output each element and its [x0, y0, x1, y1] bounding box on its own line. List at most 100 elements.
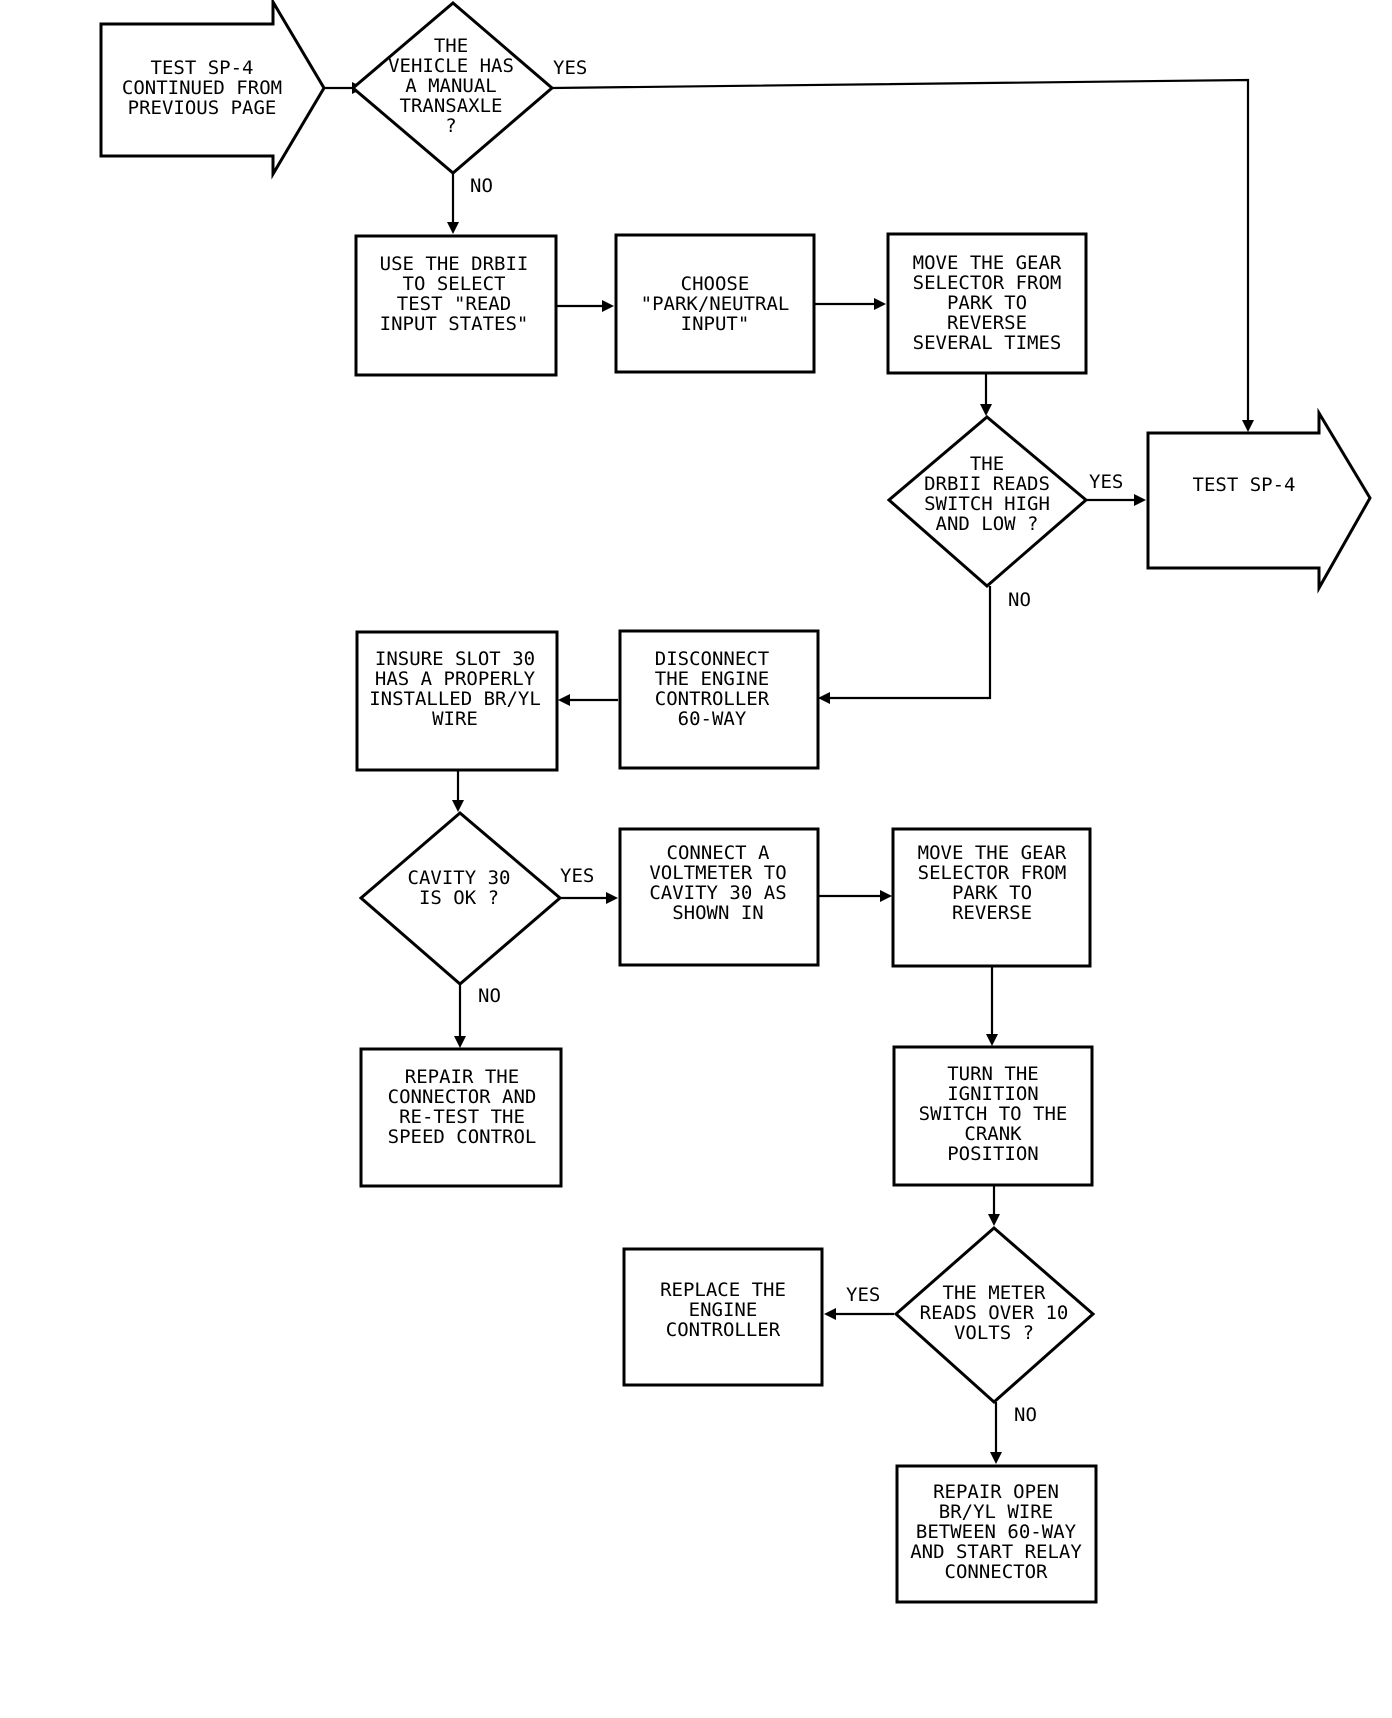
text-line: SELECTOR FROM [913, 272, 1062, 294]
text-line: WIRE [432, 708, 478, 730]
text-line: IGNITION [947, 1083, 1039, 1105]
text-line: DISCONNECT [655, 648, 769, 670]
text-line: INPUT" [681, 313, 750, 335]
text-line: CRANK [964, 1123, 1022, 1145]
text-line: TO SELECT [403, 273, 506, 295]
text-line: AND START RELAY [910, 1541, 1082, 1563]
repair-open-box [895, 1464, 1098, 1604]
move-gear-2-box [891, 827, 1092, 968]
text-line: TEST "READ [397, 293, 511, 315]
text-line: THE [434, 35, 468, 57]
text-line: TURN THE [947, 1063, 1039, 1085]
turn-ignition-box [892, 1045, 1094, 1187]
choose-box [614, 233, 816, 374]
text-line: CONTINUED FROM [122, 77, 282, 99]
text-line: REPAIR THE [405, 1066, 519, 1088]
text-line: DRBII READS [924, 473, 1050, 495]
text-line: SWITCH TO THE [919, 1103, 1068, 1125]
arrowhead [602, 300, 614, 312]
text-line: SEVERAL TIMES [913, 332, 1062, 354]
move-gear-1-box [886, 232, 1088, 375]
text-line: CONNECTOR [945, 1561, 1049, 1583]
drbii-reads-yes-label: YES [1089, 471, 1123, 493]
text-line: HAS A PROPERLY [375, 668, 536, 690]
text-line: INPUT STATES" [380, 313, 529, 335]
text-line: BR/YL WIRE [939, 1501, 1053, 1523]
test-sp4-node-shape [1146, 407, 1372, 594]
text-line: INSTALLED BR/YL [369, 688, 541, 710]
arrowhead [558, 694, 570, 706]
drbii-reads-no-label: NO [1008, 589, 1031, 611]
text-line: MOVE THE GEAR [913, 252, 1062, 274]
arrowhead [1242, 420, 1254, 432]
text-line: CONNECT A [667, 842, 771, 864]
meter-no-label: NO [1014, 1404, 1037, 1426]
text-line: CHOOSE [681, 273, 750, 295]
cavity-no-label: NO [478, 985, 501, 1007]
cavity-yes-label: YES [560, 865, 594, 887]
text-line: TEST SP-4 [1193, 474, 1296, 496]
text-line: PREVIOUS PAGE [128, 97, 277, 119]
text-line: THE METER [943, 1282, 1047, 1304]
text-line: MOVE THE GEAR [918, 842, 1067, 864]
text-line: CONTROLLER [655, 688, 770, 710]
text-line: TRANSAXLE [400, 95, 503, 117]
test-sp4-node-text: TEST SP-4 [1193, 474, 1296, 496]
text-line: PARK TO [952, 882, 1032, 904]
manual-yes-label: YES [553, 57, 587, 79]
text-line: INSURE SLOT 30 [375, 648, 535, 670]
arrowhead [1134, 494, 1146, 506]
cavity-decision-shape [358, 811, 563, 986]
text-line: THE ENGINE [655, 668, 769, 690]
edge-reads-no [830, 586, 992, 700]
text-line: POSITION [947, 1143, 1039, 1165]
meter-yes-label: YES [846, 1284, 880, 1306]
arrowhead [452, 800, 464, 812]
text-line: CAVITY 30 [408, 867, 511, 889]
manual-no-label: NO [470, 175, 493, 197]
text-line: ENGINE [689, 1299, 758, 1321]
text-line: CONTROLLER [666, 1319, 781, 1341]
arrowhead [824, 1308, 836, 1320]
arrowhead [818, 692, 830, 704]
start-node-shape [99, 0, 326, 180]
text-line: CAVITY 30 AS [649, 882, 786, 904]
edge-manual-yes [551, 78, 1250, 420]
text-line: USE THE DRBII [380, 253, 529, 275]
arrowhead [447, 222, 459, 234]
text-line: BETWEEN 60-WAY [916, 1521, 1077, 1543]
text-line: READS OVER 10 [920, 1302, 1069, 1324]
text-line: REVERSE [947, 312, 1027, 334]
text-line: SELECTOR FROM [918, 862, 1067, 884]
text-line: TEST SP-4 [151, 57, 254, 79]
meter-decision-shape [893, 1226, 1096, 1405]
connectors [325, 78, 1254, 1464]
text-line: "PARK/NEUTRAL [641, 293, 790, 315]
text-line: THE [970, 453, 1004, 475]
text-line: A MANUAL [405, 75, 497, 97]
arrowhead [986, 1034, 998, 1046]
text-line: 60-WAY [678, 708, 747, 730]
text-line: SWITCH HIGH [924, 493, 1050, 515]
text-line: VOLTMETER TO [649, 862, 786, 884]
connect-voltmeter-box [618, 827, 820, 967]
arrowhead [454, 1036, 466, 1048]
text-line: REVERSE [952, 902, 1032, 924]
text-line: SPEED CONTROL [388, 1126, 537, 1148]
text-line: SHOWN IN [672, 902, 764, 924]
text-line: CONNECTOR AND [388, 1086, 537, 1108]
